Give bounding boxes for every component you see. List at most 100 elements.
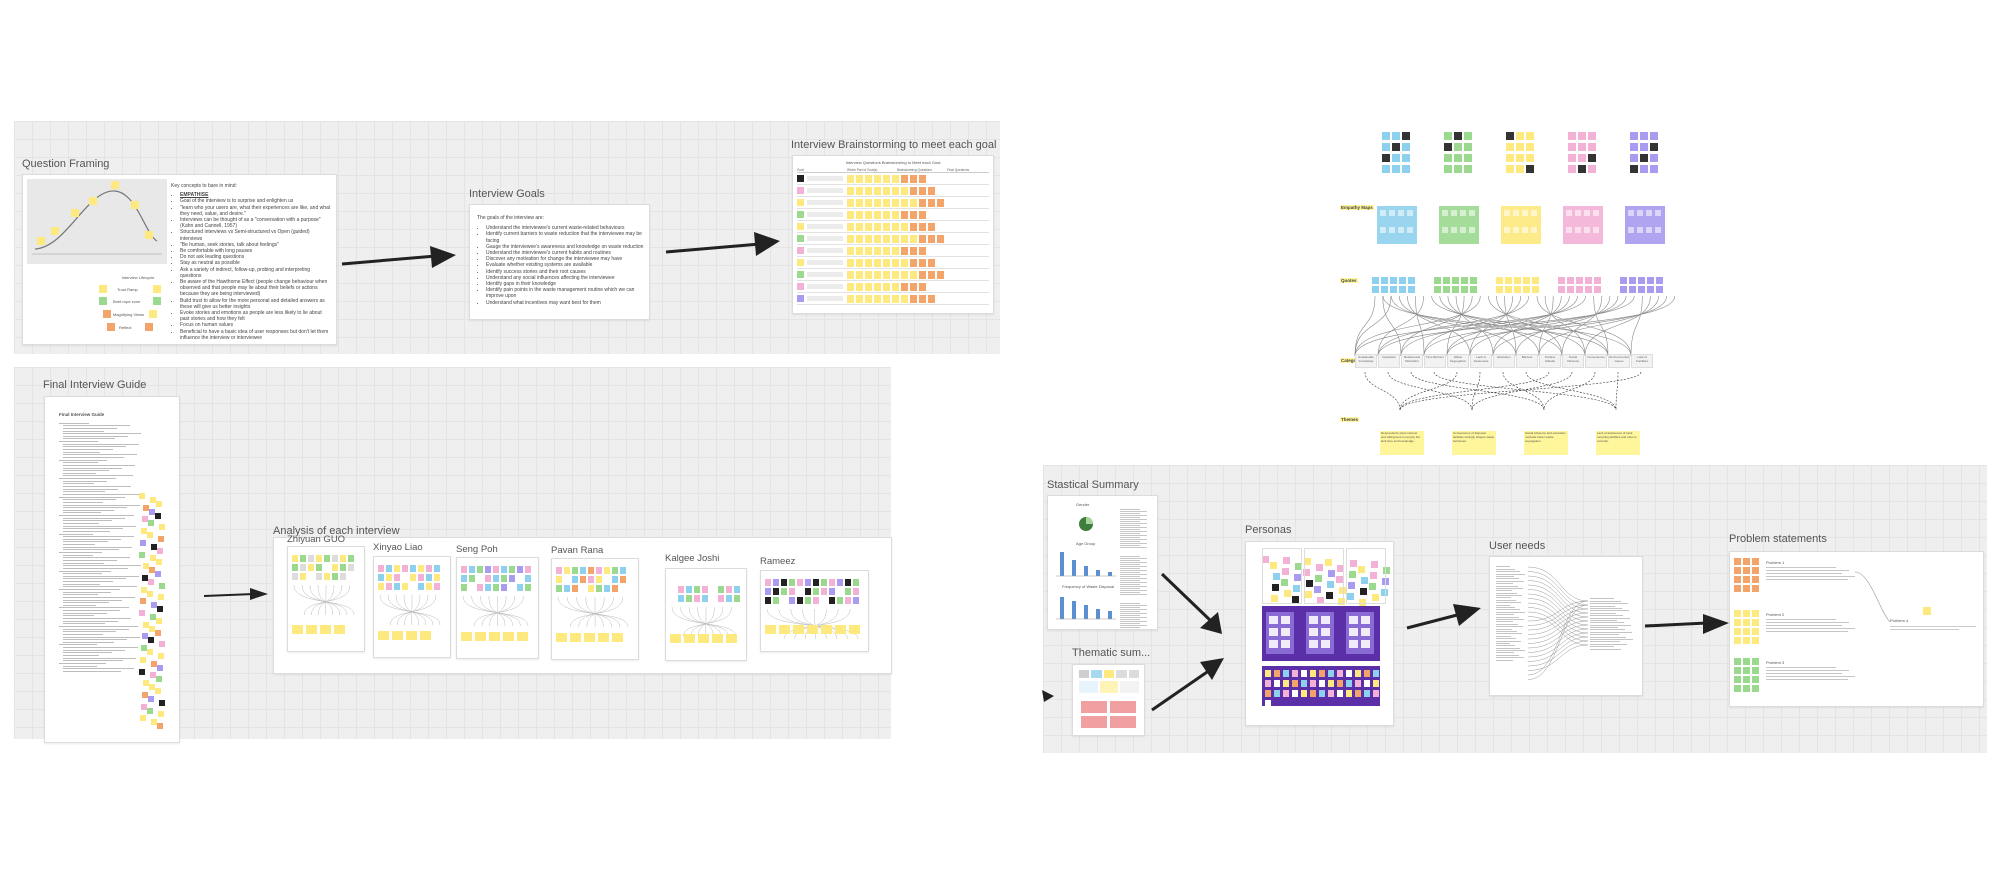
sticky-note (797, 579, 803, 586)
question-framing-card[interactable]: Key concepts to bare in mind: EMPATHISE … (22, 174, 337, 345)
sticky-note (1650, 132, 1658, 140)
table-row (797, 245, 989, 257)
persona-frame (1262, 548, 1302, 604)
final-interview-guide-doc[interactable]: Final Interview Guide (44, 396, 180, 743)
sticky-note (1588, 165, 1596, 173)
affinity-diagram[interactable]: Empathy Maps Quotes Categories Sustainab… (1330, 120, 1680, 460)
sticky-note (501, 575, 507, 582)
sticky-note (1655, 210, 1661, 216)
sticky-note (394, 565, 400, 572)
user-needs-card[interactable] (1489, 556, 1643, 696)
sticky-note (1434, 277, 1441, 284)
sticky-note (856, 222, 863, 231)
text-line (1496, 657, 1524, 659)
sticky-note (1355, 680, 1361, 687)
sticky-note (147, 532, 153, 538)
arrow-icon (341, 246, 456, 268)
sticky-note (493, 575, 499, 582)
sticky-note (1451, 227, 1457, 233)
text-line (1496, 626, 1523, 628)
sticky-note (928, 186, 935, 195)
sticky-note (1402, 132, 1410, 140)
sticky-note (865, 258, 872, 267)
arrow-icon (1644, 614, 1729, 634)
sticky-note (1647, 286, 1654, 293)
sticky-note (556, 576, 562, 583)
text-line (1496, 645, 1515, 647)
sticky-note (874, 258, 881, 267)
persona-frame (1304, 548, 1344, 604)
text-line (63, 430, 104, 432)
sticky-note (564, 567, 570, 574)
sticky-note (773, 588, 779, 595)
sticky-note (928, 270, 935, 279)
statistical-summary-card[interactable]: Gender Age Group Frequency of Waste Disp… (1047, 495, 1158, 630)
sticky-note (1339, 587, 1346, 594)
sticky-note (340, 573, 346, 580)
text-line (1590, 636, 1626, 638)
sticky-note (151, 719, 157, 726)
sticky-note (919, 186, 926, 195)
text-line (1120, 560, 1140, 561)
sticky-note (919, 270, 926, 279)
sticky-note (1628, 227, 1634, 233)
sticky-note (1752, 685, 1759, 692)
sticky-note (1355, 690, 1361, 697)
analysis-board-zhiyuan[interactable] (287, 546, 365, 652)
sticky-note (332, 573, 338, 580)
sticky-note (620, 576, 626, 583)
sticky-note (865, 234, 872, 243)
sticky-note (910, 282, 917, 291)
sticky-note (910, 234, 917, 243)
sticky-note (501, 566, 507, 573)
sticky-note (1752, 628, 1759, 635)
sticky-note (694, 586, 700, 593)
sticky-note (1558, 286, 1565, 293)
analysis-board-pavan[interactable] (551, 558, 639, 660)
sticky-note (1349, 571, 1356, 578)
analysis-board-seng[interactable] (456, 557, 539, 659)
sticky-note (1390, 277, 1397, 284)
text-line (59, 515, 134, 517)
sticky-note (147, 707, 153, 714)
sticky-note (865, 186, 872, 195)
goal-color-chip (797, 259, 804, 266)
text-line (63, 636, 140, 638)
text-line (1120, 523, 1147, 524)
personas-card[interactable] (1245, 541, 1394, 726)
sticky-note (155, 512, 161, 519)
brainstorming-table-card[interactable]: Interview Questions Brainstorming to Mee… (792, 155, 994, 314)
interview-goals-card[interactable]: The goals of the interview are: Understa… (469, 204, 650, 320)
sticky-note (865, 222, 872, 231)
sticky-note (1743, 610, 1750, 617)
text-line (1120, 621, 1147, 622)
sticky-note (1505, 277, 1512, 284)
sticky-note (670, 634, 681, 643)
sticky-note (159, 699, 165, 706)
sticky-note (1454, 143, 1462, 151)
sticky-note (1319, 680, 1325, 687)
text-line (63, 467, 122, 469)
thematic-summary-card[interactable] (1072, 664, 1145, 736)
text-line (1766, 622, 1849, 623)
analysis-board-kalgee[interactable] (665, 568, 747, 661)
sticky-note (781, 588, 787, 595)
sticky-note (734, 595, 740, 602)
sticky-note (394, 574, 400, 581)
text-line (1766, 679, 1848, 680)
text-line (63, 530, 110, 532)
sticky-note (1578, 143, 1586, 151)
text-line (63, 462, 98, 464)
text-line (1120, 547, 1147, 548)
sticky-note (525, 566, 531, 573)
analysis-board-xinyao[interactable] (373, 556, 451, 658)
sticky-note (1514, 286, 1521, 293)
sticky-note (155, 629, 161, 636)
sticky-note (910, 198, 917, 207)
analysis-board-rameez[interactable] (760, 570, 869, 652)
sticky-note (1392, 132, 1400, 140)
sticky-note (159, 582, 165, 589)
sticky-note (1470, 286, 1477, 293)
